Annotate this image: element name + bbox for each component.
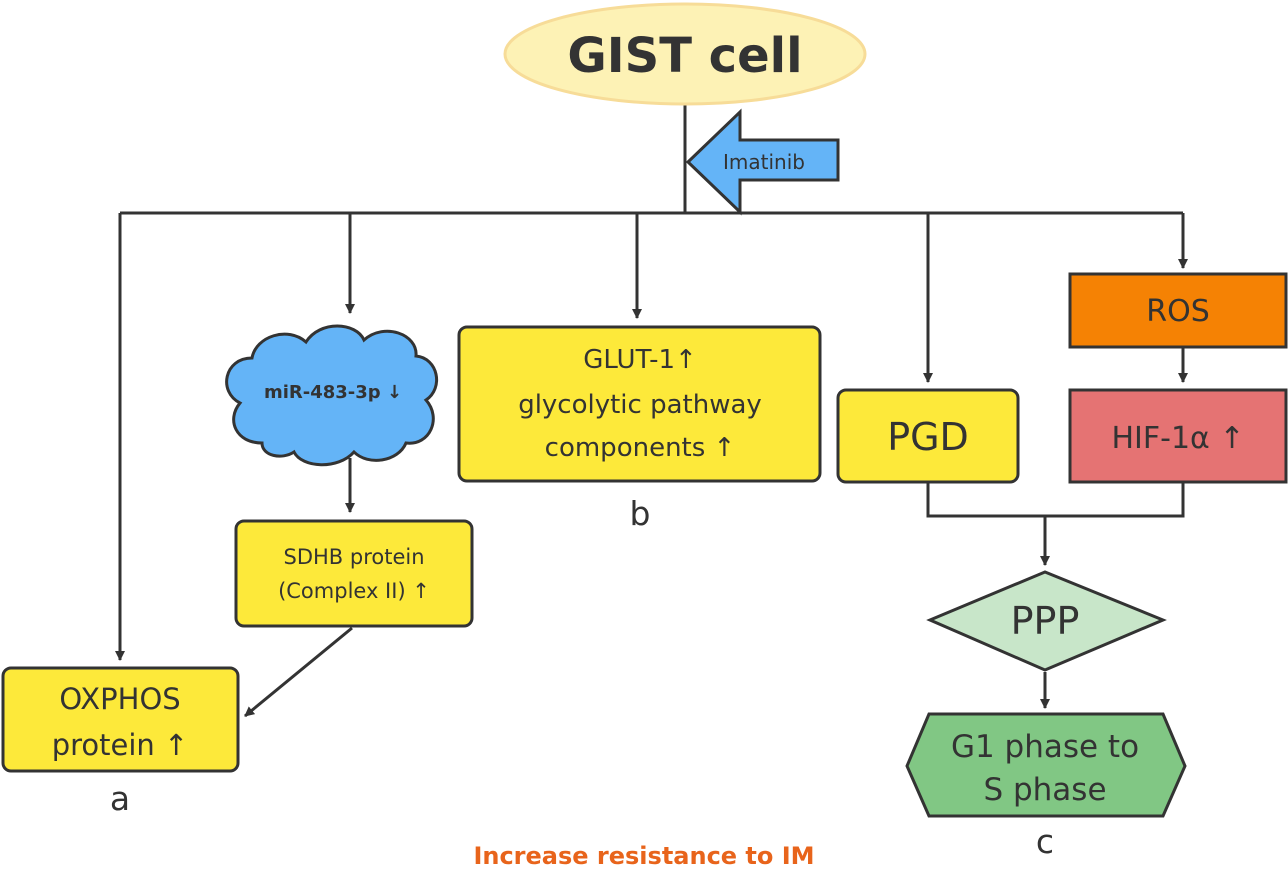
oxphos-label-line2: protein ↑ <box>52 728 189 762</box>
imatinib-label: Imatinib <box>723 150 805 174</box>
hif-box <box>1068 388 1288 484</box>
sdhb-label-line1: SDHB protein <box>283 545 424 569</box>
hif-label: HIF-1α ↑ <box>1111 421 1244 456</box>
sdhb-label-line2: (Complex II) ↑ <box>278 579 430 603</box>
node-ppp: PPP <box>926 570 1167 672</box>
ros-box <box>1068 272 1288 349</box>
g1-hexagon <box>905 712 1187 818</box>
pgd-label: PGD <box>887 415 969 459</box>
label-c: c <box>1036 822 1054 861</box>
node-oxphos-protein: OXPHOS protein ↑ a <box>1 666 240 818</box>
glut-label-line1: GLUT-1↑ <box>583 345 697 375</box>
label-a: a <box>110 779 130 818</box>
pgd-box <box>836 388 1020 484</box>
glut-box <box>457 325 822 483</box>
node-imatinib: Imatinib <box>685 108 840 216</box>
arrow-sdhb-to-oxphos <box>244 626 353 718</box>
gist-cell-label: GIST cell <box>567 28 802 84</box>
cloud-shape <box>225 324 438 467</box>
imatinib-arrow-shape <box>685 108 840 216</box>
oxphos-box <box>1 666 240 773</box>
node-ros: ROS <box>1068 272 1288 349</box>
ppp-diamond <box>926 570 1167 672</box>
oxphos-label-line1: OXPHOS <box>59 682 180 716</box>
node-gist-cell: GIST cell <box>503 2 867 106</box>
node-sdhb-protein: SDHB protein (Complex II) ↑ <box>234 519 474 628</box>
glut-label-line3: components ↑ <box>545 433 736 463</box>
gist-cell-ellipse <box>503 2 867 106</box>
connectors <box>115 102 1188 718</box>
node-pgd: PGD <box>836 388 1020 484</box>
mir-label: miR-483-3p ↓ <box>264 382 402 403</box>
node-hif-1a: HIF-1α ↑ <box>1068 388 1288 484</box>
sdhb-box <box>234 519 474 628</box>
ros-label: ROS <box>1146 294 1210 329</box>
g1-label-line2: S phase <box>983 772 1106 808</box>
node-glut-1: GLUT-1↑ glycolytic pathway components ↑ … <box>457 325 822 533</box>
node-g1-to-s: G1 phase to S phase c <box>905 712 1187 861</box>
label-b: b <box>630 494 651 533</box>
ppp-label: PPP <box>1011 599 1080 643</box>
footer-caption: Increase resistance to IM <box>473 842 815 870</box>
connector-pgd-hif-merge <box>926 482 1185 518</box>
glut-label-line2: glycolytic pathway <box>518 390 762 420</box>
g1-label-line1: G1 phase to <box>951 729 1139 765</box>
node-mir-483-3p: miR-483-3p ↓ <box>225 324 438 467</box>
